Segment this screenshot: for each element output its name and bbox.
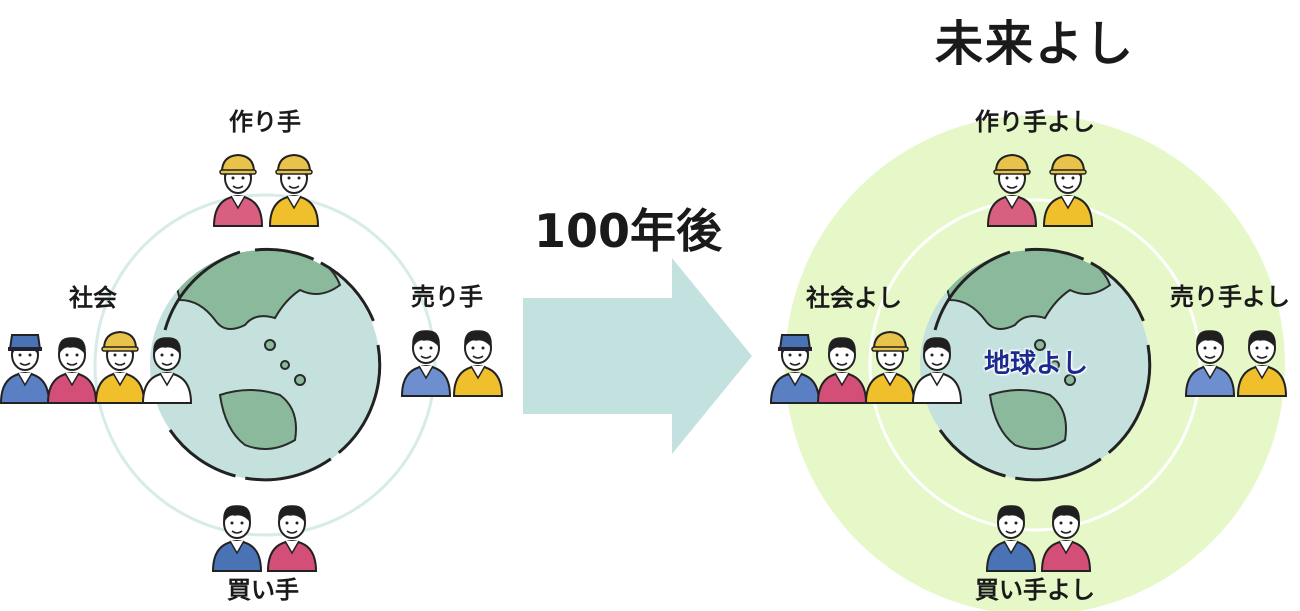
seller-person-2 (453, 329, 503, 397)
maker-label: 作り手 (229, 108, 301, 136)
before-cluster (1, 155, 503, 572)
buyer-person-2 (267, 504, 317, 572)
society-person-3 (96, 332, 144, 403)
society-person-2 (47, 336, 97, 404)
seller-yoshi-label: 売り手よし (1170, 283, 1290, 311)
society-person-1 (1, 335, 49, 403)
earth-yoshi-label: 地球よし (983, 349, 1089, 379)
outer-ring-right (868, 198, 1202, 532)
seller-label: 売り手 (411, 283, 483, 311)
maker-person-2 (270, 155, 318, 226)
hundred-years-label: 100年後 (533, 204, 723, 258)
maker-person-1 (214, 155, 262, 226)
buyer-person-1 (212, 504, 262, 572)
future-title: 未来よし (934, 16, 1136, 72)
buyer-yoshi-label: 買い手よし (975, 576, 1095, 604)
globe-left (150, 247, 382, 482)
arrow-shape (523, 258, 752, 454)
outer-ring-left (93, 193, 437, 537)
society-label: 社会 (69, 284, 117, 312)
seller-person-1 (401, 329, 451, 397)
maker-yoshi-label: 作り手よし (975, 108, 1095, 136)
globe-right (920, 247, 1152, 482)
society-yoshi-label: 社会よし (806, 284, 902, 312)
buyer-label: 買い手 (227, 576, 299, 604)
after-cluster (771, 115, 1287, 611)
